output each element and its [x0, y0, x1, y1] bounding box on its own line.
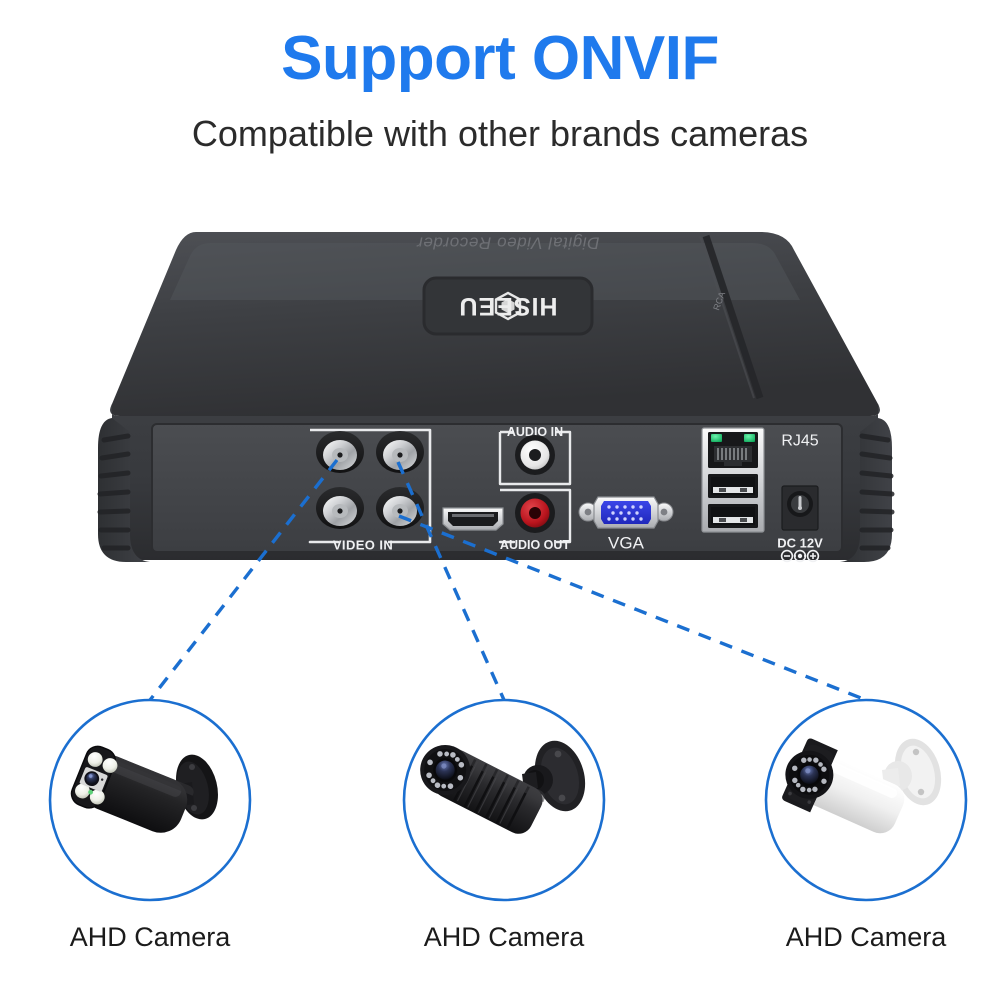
camera-caption-2: AHD Camera — [423, 922, 585, 952]
led-top-right — [102, 758, 118, 773]
usb-port-1 — [708, 474, 758, 498]
camera-illustration-3 — [782, 738, 942, 834]
camera-illustration-2 — [420, 740, 586, 834]
rj45-port — [708, 432, 758, 468]
dvr-right-vents — [859, 433, 895, 551]
led-bottom-right — [89, 789, 105, 805]
dvr-left-vents — [97, 433, 131, 551]
led-bottom-left — [75, 783, 90, 799]
dvr-logo-text: HISEEU — [458, 292, 557, 320]
audio-in-label: AUDIO IN — [507, 425, 563, 439]
camera-illustration-1 — [70, 745, 218, 833]
dvr-top-silkscreen: Digital Video Recorder — [416, 234, 600, 253]
camera-caption-1: AHD Camera — [69, 922, 231, 952]
led-top-left — [87, 752, 103, 767]
dvr-logo-badge: HISEEU — [422, 276, 594, 336]
camera-circle-2 — [402, 698, 606, 902]
ir-led-ring — [792, 757, 827, 793]
ir-led-ring — [426, 751, 465, 789]
rj45-led-right — [744, 434, 755, 442]
video-in-label: VIDEO IN — [333, 538, 393, 553]
camera-circle-3 — [764, 698, 968, 902]
page-subtitle: Compatible with other brands cameras — [191, 113, 809, 154]
rj45-label: RJ45 — [781, 433, 818, 450]
audio-in-group: AUDIO IN — [498, 425, 572, 486]
rj45-led-left — [711, 434, 722, 442]
camera-caption-3: AHD Camera — [785, 922, 947, 952]
camera-circle-1 — [48, 698, 252, 902]
status-led — [88, 789, 94, 795]
page-title: Support ONVIF — [281, 24, 719, 93]
